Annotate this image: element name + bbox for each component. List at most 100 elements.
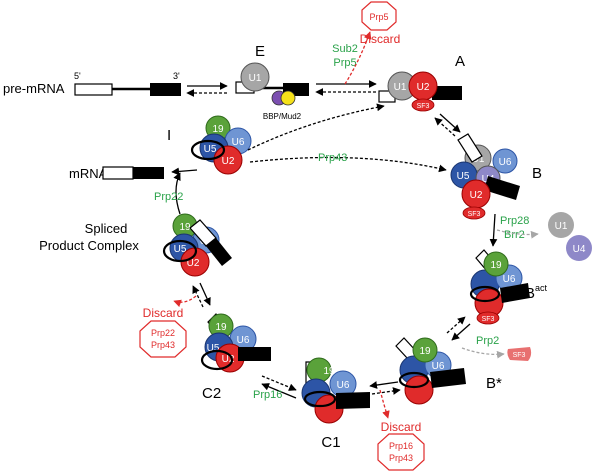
c1-to-bstar-arrow: [371, 387, 401, 395]
sf3-factor: [476, 311, 500, 325]
svg-text:19: 19: [419, 346, 431, 357]
complex-c2: C2 19 U6 U5 U2: [200, 313, 271, 402]
i-to-a-recycle-arrow: [247, 103, 385, 151]
svg-text:U1: U1: [394, 82, 407, 93]
spliced-product-complex: Spliced Product Complex 19 U6 U5 U2: [39, 213, 232, 277]
svg-text:19: 19: [490, 260, 502, 271]
discard-top: Prp5 Discard: [360, 1, 401, 46]
released-u1: [548, 212, 574, 238]
state-e-label: E: [255, 43, 265, 60]
svg-text:Prp43: Prp43: [151, 340, 175, 350]
svg-text:Prp22: Prp22: [151, 328, 175, 338]
complex-b: B U1 U6 U5 U4 U2 SF3: [450, 133, 542, 220]
svg-text:Prp43: Prp43: [389, 453, 413, 463]
mrna-exon2: [133, 167, 164, 179]
c2-to-spc-arrow: [192, 285, 204, 308]
mud2-protein: [280, 90, 296, 106]
state-c2-label: C2: [202, 385, 221, 402]
svg-text:19: 19: [215, 322, 227, 333]
c2-to-c1-arrow: [261, 375, 297, 391]
spc-to-c2-arrow: [199, 282, 211, 306]
intron-lariat: [162, 239, 198, 263]
u6-snrnp: [492, 148, 518, 174]
state-i-label: I: [167, 127, 171, 144]
complex-bact: Bact U6 19 SF3: [469, 249, 548, 325]
intron-lariat: [303, 390, 337, 408]
sub2-label: Sub2: [332, 43, 358, 55]
complex-a: A U1 U2 SF3: [378, 53, 465, 112]
svg-text:U5: U5: [207, 343, 220, 354]
prp5-label: Prp5: [333, 57, 356, 69]
state-bact-label: Bact: [525, 283, 548, 302]
brr2-label: Brr2: [504, 229, 525, 241]
pre-mrna-label: pre-mRNA: [3, 81, 65, 96]
c2-discard-arrow: [173, 295, 197, 308]
discard-left: Discard Prp22 Prp43: [139, 306, 187, 358]
state-b-label: B: [532, 165, 542, 182]
b-to-a-arrow: [434, 117, 456, 137]
discard-bottom-label: Discard: [381, 420, 422, 434]
complex-e: E U1 BBP/Mud2: [235, 43, 309, 121]
i-to-mrna-arrow: [171, 167, 198, 176]
mrna-exon1: [102, 166, 134, 180]
prp22-label: Prp22: [154, 191, 183, 203]
intron-lariat: [469, 285, 501, 303]
sf3-release-arrow: [461, 347, 505, 359]
svg-text:19: 19: [212, 124, 224, 135]
complex-bstar: B* U6 19: [395, 337, 502, 405]
svg-text:SF3: SF3: [482, 316, 495, 323]
state-a-label: A: [455, 53, 465, 70]
bact-to-bstar-arrow: [451, 323, 471, 341]
svg-text:U2: U2: [187, 258, 200, 269]
svg-text:Prp16: Prp16: [389, 441, 413, 451]
exon2-box: [150, 83, 181, 96]
bstar-to-c1-arrow: [369, 381, 399, 389]
b-to-bact-arrow: [489, 213, 498, 247]
svg-text:U6: U6: [237, 335, 250, 346]
svg-text:SF3: SF3: [417, 103, 430, 110]
prp19-complex: [483, 251, 509, 277]
svg-text:U5: U5: [457, 171, 470, 182]
u1-snrnp: [240, 62, 270, 92]
spliced-label-line2: Product Complex: [39, 238, 139, 253]
svg-text:U2: U2: [222, 354, 235, 365]
u2-snrnp: [213, 145, 243, 175]
released-u4: [566, 235, 592, 261]
prp28-label: Prp28: [500, 215, 529, 227]
c1-discard-arrow: [379, 389, 390, 419]
discard-bottom: Discard Prp16 Prp43: [377, 420, 425, 471]
complex-i: I 19 U6 U5 U2: [167, 115, 252, 175]
stop-sign-top: [361, 1, 397, 31]
complex-c1: C1 19 U6: [301, 357, 370, 451]
sf3-factor: [411, 98, 435, 112]
svg-text:U2: U2: [470, 190, 483, 201]
svg-text:U2: U2: [417, 82, 430, 93]
stop-sign-bottom: [377, 433, 425, 471]
exon1-box: [74, 83, 113, 96]
intron-lariat: [398, 371, 430, 389]
svg-text:U6: U6: [499, 157, 512, 168]
svg-text:19: 19: [323, 366, 335, 377]
discard-top-label: Discard: [360, 32, 401, 46]
svg-text:19: 19: [179, 222, 191, 233]
prp19-complex: [412, 337, 438, 363]
svg-text:U6: U6: [232, 137, 245, 148]
svg-text:U5: U5: [174, 244, 187, 255]
mrna-label: mRNA: [69, 166, 108, 181]
spliced-label-line1: Spliced: [85, 221, 128, 236]
mrna: mRNA: [69, 166, 164, 181]
svg-text:U5: U5: [204, 144, 217, 155]
svg-text:U6: U6: [337, 380, 350, 391]
intron-lariat: [190, 139, 226, 161]
svg-text:U2: U2: [222, 156, 235, 167]
svg-text:Prp5: Prp5: [369, 12, 388, 22]
spc-to-i-arrow: [173, 172, 181, 215]
five-prime-label: 5': [74, 71, 81, 81]
prp16-label: Prp16: [253, 389, 282, 401]
c1-to-c2-arrow: [261, 383, 297, 399]
svg-text:U6: U6: [432, 361, 445, 372]
prp2-label: Prp2: [476, 335, 499, 347]
svg-text:U4: U4: [573, 244, 586, 255]
